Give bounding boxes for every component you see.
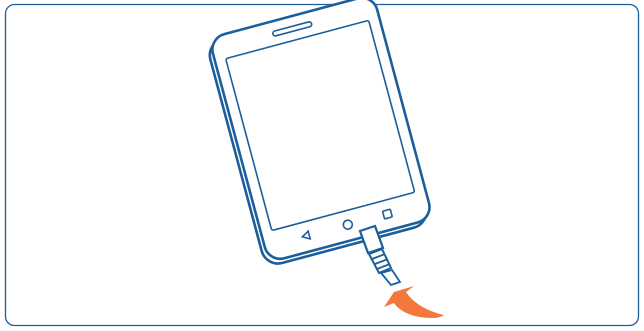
smartphone — [205, 0, 434, 267]
strain-relief — [369, 249, 391, 273]
cable-end — [381, 270, 400, 285]
insert-arrow — [384, 286, 444, 318]
